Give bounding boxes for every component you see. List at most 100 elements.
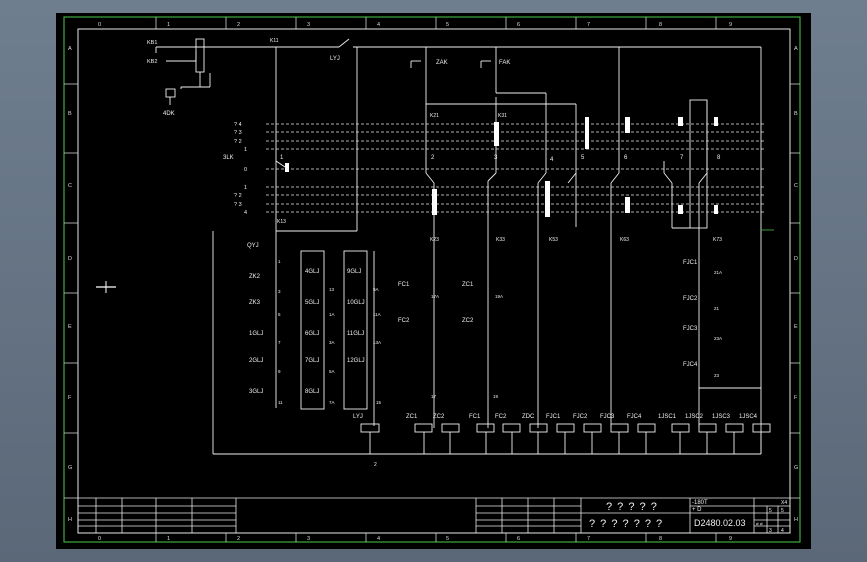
wire-11a: 11A (373, 312, 381, 317)
relay-10glj: 10GLJ (347, 300, 365, 306)
wire-5: 5 (278, 312, 281, 317)
col-top-4: 4 (377, 22, 380, 28)
fjc2-contact: FJC2 (683, 296, 698, 302)
wire-13a: 13A (373, 340, 381, 345)
frame-ticks (64, 17, 800, 542)
wire-9a: 9A (373, 287, 379, 292)
kb2-label: KB2 (147, 59, 157, 65)
wire-19a: 19A (495, 294, 503, 299)
wire-3: 3 (278, 289, 281, 294)
col-bottom-1: 1 (167, 536, 170, 542)
zc2-contact: ZC2 (462, 318, 474, 324)
fjc4-contact: FJC4 (683, 362, 698, 368)
title-name: ? ? ? ? ? (606, 501, 658, 513)
switch-pos-5: 5 (581, 155, 585, 161)
fc1-contact: FC1 (398, 282, 410, 288)
relay-11glj: 11GLJ (347, 331, 364, 337)
switch-mark-top-4: ? 4 (234, 122, 242, 128)
col-bottom-7: 7 (587, 536, 590, 542)
switch-mark-top-1: 1 (244, 147, 247, 153)
wire-17a: 17A (431, 294, 439, 299)
row-left-a: A (68, 46, 72, 52)
row-right-f: F (794, 395, 798, 401)
wire-23: 23 (714, 373, 720, 378)
wire-17: 17 (431, 394, 437, 399)
relay-1glj: 1GLJ (249, 331, 263, 337)
relay-12glj: 12GLJ (347, 358, 365, 364)
relay-columns (275, 231, 375, 426)
coil-fc1: FC1 (469, 414, 481, 420)
inner-border (77, 28, 791, 534)
title-spec1: -180T (692, 500, 708, 506)
top-wiring (155, 38, 761, 229)
mid-wiring (212, 47, 774, 455)
row-right-d: D (794, 256, 798, 262)
wire-7: 7 (278, 340, 281, 345)
title-subtitle: ? ? ? ? ? ? ? (589, 518, 663, 530)
switch-contacts (285, 117, 718, 217)
coil-zc2: ZC2 (433, 414, 445, 420)
relay-2glj: 2GLJ (249, 358, 263, 364)
row-left-f: F (68, 395, 72, 401)
coil-fjc2: FJC2 (573, 414, 588, 420)
wire-1a: 1A (329, 312, 335, 317)
k53-label: K53 (549, 237, 558, 243)
fjc3-contact: FJC3 (683, 326, 698, 332)
wire-5a: 5A (329, 369, 335, 374)
coil-drops (369, 432, 762, 454)
sheet-mark-3: ⌀ ⌀ (756, 521, 763, 526)
outer-border (63, 16, 801, 543)
coil-1jsc4: 1JSC4 (739, 414, 758, 420)
switch-pos-3: 3 (494, 155, 498, 161)
switch-pos-2: 2 (431, 155, 435, 161)
k13-label: K13 (277, 219, 286, 225)
row-left-d: D (68, 256, 72, 262)
k31-label: K31 (498, 113, 507, 119)
wire-23a: 23A (714, 336, 722, 341)
col-top-7: 7 (587, 22, 590, 28)
coil-zdc: ZDC (522, 414, 535, 420)
lyj-label: LYJ (330, 56, 340, 62)
bottom-node-label: 2 (374, 462, 377, 468)
switch-pos-4: 4 (550, 157, 554, 163)
switch-pos-6: 6 (624, 155, 628, 161)
col-top-0: 0 (98, 22, 101, 28)
row-left-b: B (68, 111, 72, 117)
zc1-contact: ZC1 (462, 282, 474, 288)
row-left-g: G (68, 465, 72, 471)
wire-9: 9 (278, 369, 281, 374)
relay-6glj: 6GLJ (305, 331, 319, 337)
fjc1-contact: FJC1 (683, 260, 698, 266)
switch-mark-top-2: ? 2 (234, 139, 242, 145)
sheet-mark-5: 4 (781, 528, 784, 534)
switch-mark-bot-1: 1 (244, 185, 247, 191)
title-block (78, 497, 790, 533)
wire-11: 11 (278, 400, 283, 405)
col-top-9: 9 (729, 22, 732, 28)
sheet-mark-4: 3 (769, 528, 772, 534)
sheet-mark-0: X4 (781, 500, 787, 506)
switch-pos-1: 1 (280, 155, 284, 161)
fak-label: FAK (499, 60, 510, 66)
relay-qyj: QYJ (247, 243, 259, 249)
col-bottom-6: 6 (517, 536, 520, 542)
col-bottom-3: 3 (307, 536, 310, 542)
col-bottom-2: 2 (237, 536, 240, 542)
coil-fjc1: FJC1 (546, 414, 561, 420)
col-bottom-9: 9 (729, 536, 732, 542)
col-bottom-4: 4 (377, 536, 380, 542)
dk-label: 4DK (163, 111, 175, 117)
coil-1jsc2: 1JSC2 (685, 414, 704, 420)
k21-label: K21 (430, 113, 439, 119)
switch-pos-8: 8 (717, 155, 721, 161)
coil-fjc4: FJC4 (627, 414, 642, 420)
row-left-h: H (68, 517, 72, 523)
k73-label: K73 (713, 237, 722, 243)
relay-4glj: 4GLJ (305, 269, 319, 275)
wire-19: 19 (493, 394, 499, 399)
row-right-e: E (794, 324, 798, 330)
col-top-2: 2 (237, 22, 240, 28)
title-spec2: + D (692, 507, 702, 513)
row-right-b: B (794, 111, 798, 117)
sheet-mark-1: 5 (769, 508, 772, 514)
